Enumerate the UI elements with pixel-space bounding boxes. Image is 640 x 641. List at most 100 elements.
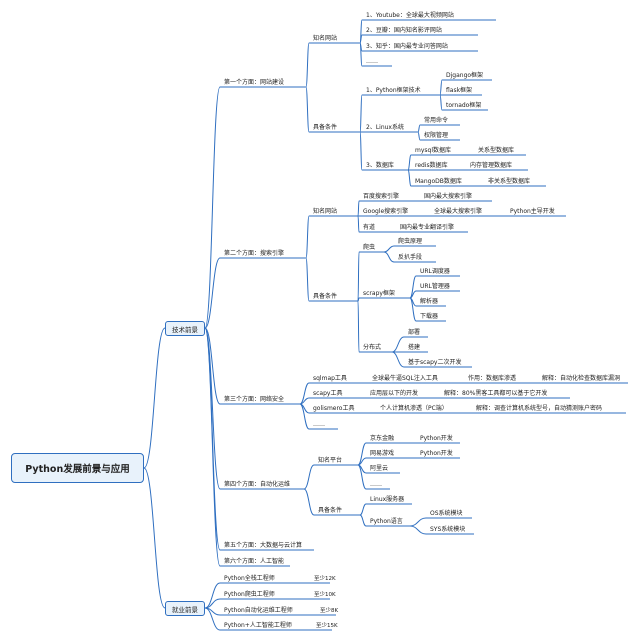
node-a1-redis-d[interactable]: 内存管理数据库 [470, 161, 513, 169]
node-a4-aliyun[interactable]: 阿里云 [370, 464, 389, 472]
node-a1-flask[interactable]: flask框架 [446, 86, 473, 94]
node-a2-dist-1[interactable]: 部署 [408, 328, 421, 336]
node-a2-known[interactable]: 知名网站 [313, 207, 338, 215]
node-j4-s[interactable]: 至少15K [316, 622, 338, 629]
node-a4-163[interactable]: 网易游戏 [370, 449, 395, 457]
node-a3-more[interactable]: …… [313, 420, 325, 428]
node-a2[interactable]: 第二个方面：搜索引擎 [224, 249, 285, 257]
connector-a1-mongo [407, 169, 412, 187]
connector-a4-os [409, 517, 427, 527]
node-a1-k4[interactable]: …… [366, 57, 378, 65]
node-a2-scrapy-4[interactable]: 下载器 [420, 312, 439, 320]
node-a2-google[interactable]: Google搜索引擎 [363, 207, 409, 215]
connector-a2-scrapy-4 [409, 297, 417, 322]
node-a3-scapy-2[interactable]: 解释：80%黑客工具都可以基于它开发 [444, 389, 548, 397]
node-a4-known[interactable]: 知名平台 [318, 456, 343, 464]
category-job-prospects[interactable]: 就业前景 [165, 601, 205, 616]
connector-a2-dist-1 [391, 336, 405, 353]
node-a6[interactable]: 第六个方面：人工智能 [224, 557, 285, 565]
node-a4-sys[interactable]: SYS系统模块 [430, 525, 466, 533]
node-a2-dist[interactable]: 分布式 [363, 343, 382, 351]
node-a2-dist-3[interactable]: 基于scapy二次开发 [408, 358, 462, 366]
connector-a1-django [439, 79, 443, 96]
node-a3-sqlmap[interactable]: sqlmap工具 [313, 374, 347, 382]
node-a2-baidu-d[interactable]: 国内最大搜索引擎 [424, 192, 473, 200]
connector-a4-sys [409, 525, 427, 535]
root-node[interactable]: Python发展前景与应用 [11, 453, 144, 483]
node-a4-os[interactable]: OS系统模块 [430, 509, 463, 517]
node-a4-163-d[interactable]: Python开发 [420, 449, 453, 457]
node-a5[interactable]: 第五个方面：大数据与云计算 [224, 541, 303, 549]
node-a2-scrapy-2[interactable]: URL管理器 [420, 282, 450, 290]
node-a1-mongo[interactable]: MangoDB数据库 [415, 177, 462, 185]
node-a2-spider[interactable]: 爬虫 [363, 243, 376, 251]
node-a3-sqlmap-3[interactable]: 解释：自动化检查数据库漏洞 [542, 374, 621, 382]
node-a2-spider-2[interactable]: 反扒手段 [398, 253, 423, 261]
node-a3-golis-2[interactable]: 解释：调查计算机系统型号，自动猜测账户密码 [476, 404, 603, 412]
node-a3[interactable]: 第三个方面：网络安全 [224, 395, 285, 403]
node-a2-dist-2[interactable]: 搭建 [408, 343, 421, 351]
connector-a1 [204, 86, 221, 329]
node-a3-scapy[interactable]: scapy工具 [313, 389, 343, 397]
node-a1-k3[interactable]: 3、知乎：国内最专业问答网站 [366, 42, 448, 50]
node-a1-k1[interactable]: 1、Youtube：全球最大视频网站 [366, 11, 454, 19]
node-a3-golis-1[interactable]: 个人计算机渗透（PC端） [380, 404, 448, 412]
node-j3[interactable]: Python自动化运维工程师 [224, 606, 293, 614]
node-j3-s[interactable]: 至少8K [320, 607, 339, 614]
connector-a2-spider [357, 251, 360, 302]
node-a2-cond[interactable]: 具备条件 [313, 292, 338, 300]
node-a2-youdao-d[interactable]: 国内最专业翻译引擎 [400, 223, 455, 231]
node-a4[interactable]: 第四个方面：自动化运维 [224, 480, 291, 488]
node-a1-perm[interactable]: 权限管理 [424, 131, 449, 139]
node-a1-mysql-d[interactable]: 关系型数据库 [478, 146, 515, 154]
node-a2-youdao[interactable]: 有道 [363, 223, 376, 231]
node-a4-pylang[interactable]: Python语言 [370, 517, 403, 525]
node-a1-mongo-d[interactable]: 非关系型数据库 [488, 177, 531, 185]
node-j2-s[interactable]: 至少10K [314, 591, 336, 598]
node-a4-cond[interactable]: 具备条件 [318, 506, 343, 514]
node-a1-linux[interactable]: 2、Linux系统 [366, 123, 404, 131]
node-j2[interactable]: Python爬虫工程师 [224, 590, 275, 598]
connector-a4-pylang [359, 514, 367, 527]
connector-a1-tornado [439, 94, 443, 111]
node-a1[interactable]: 第一个方面：网站建设 [224, 78, 285, 86]
node-j4[interactable]: Python+人工智能工程师 [224, 621, 292, 629]
node-a3-sqlmap-1[interactable]: 全球最牛逼SQL注入工具 [372, 374, 438, 382]
node-a1-cond[interactable]: 具备条件 [313, 123, 338, 131]
node-a4-jd[interactable]: 京东金融 [370, 434, 395, 442]
connector-a2 [204, 257, 221, 329]
connector-a2-dist [357, 300, 360, 353]
node-a1-cmd[interactable]: 常用命令 [424, 116, 449, 124]
connector-a1-py [359, 94, 363, 133]
node-a4-more[interactable]: …… [370, 480, 382, 488]
node-a1-mysql[interactable]: mysql数据库 [415, 146, 451, 154]
connector-a6 [204, 327, 221, 567]
node-a1-db[interactable]: 3、数据库 [366, 161, 394, 169]
node-a2-google-d[interactable]: 全球最大搜索引擎 [434, 207, 483, 215]
node-a2-scrapy-3[interactable]: 解析器 [420, 297, 439, 305]
connector-a2-dist-3 [391, 351, 405, 368]
node-a3-sqlmap-2[interactable]: 作用：数据库渗透 [468, 374, 517, 382]
node-a4-linux[interactable]: Linux服务器 [370, 495, 405, 503]
connector-a3-more [299, 403, 310, 430]
connector-j4 [204, 607, 221, 631]
node-a3-golis[interactable]: golismero工具 [313, 404, 355, 412]
node-a2-google-d2[interactable]: Python主导开发 [510, 207, 555, 215]
node-a2-scrapy-1[interactable]: URL调度器 [420, 267, 450, 275]
node-j1-s[interactable]: 至少12K [314, 575, 336, 582]
node-a1-k2[interactable]: 2、豆瓣：国内知名影评网站 [366, 26, 442, 34]
category-tech-prospects[interactable]: 技术前景 [165, 321, 205, 336]
node-a3-scapy-1[interactable]: 应用层以下的开发 [370, 389, 419, 397]
node-a1-py[interactable]: 1、Python框架技术 [366, 86, 421, 94]
node-a1-tornado[interactable]: tornado框架 [446, 101, 482, 109]
connector-a3 [204, 327, 221, 405]
node-a2-scrapy[interactable]: scrapy框架 [363, 289, 395, 297]
node-a4-jd-d[interactable]: Python开发 [420, 434, 453, 442]
node-a1-redis[interactable]: redis数据库 [415, 161, 448, 169]
node-j1[interactable]: Python全栈工程师 [224, 574, 275, 582]
node-a2-baidu[interactable]: 百度搜索引擎 [363, 192, 400, 200]
node-a2-spider-1[interactable]: 爬虫原理 [398, 237, 423, 245]
node-a1-known[interactable]: 知名网站 [313, 34, 338, 42]
node-a1-django[interactable]: Djgango框架 [446, 71, 484, 79]
